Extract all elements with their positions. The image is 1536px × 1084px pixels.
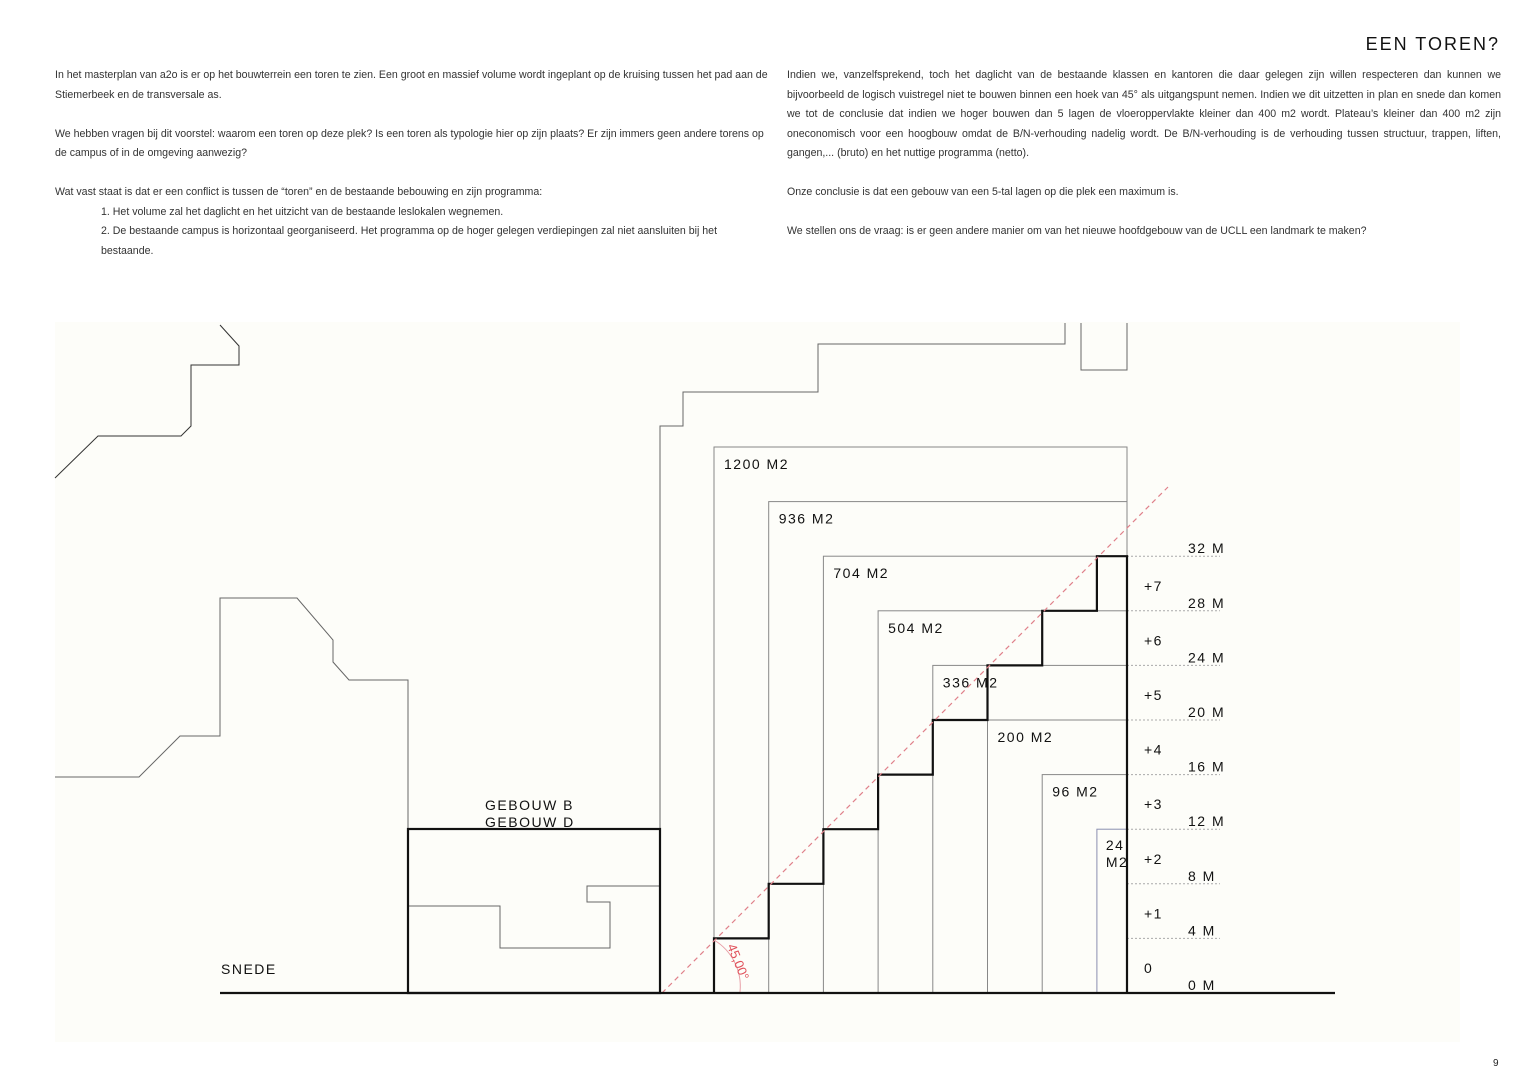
context-outlines — [54, 323, 1128, 993]
paragraph: Onze conclusie is dat een gebouw van een… — [787, 186, 1179, 198]
page-title: EEN TOREN? — [1365, 34, 1500, 54]
paragraph: Wat vast staat is dat er een conflict is… — [55, 186, 543, 198]
paragraph: We hebben vragen bij dit voorstel: waaro… — [55, 127, 764, 160]
building-label: GEBOUW B — [485, 797, 574, 813]
context-outline — [54, 324, 240, 479]
floor-area-label: 504 M2 — [888, 620, 944, 636]
height-label: 0 M — [1188, 977, 1216, 993]
diagram-background — [55, 322, 1460, 1042]
angle-arc — [713, 939, 741, 993]
context-outline — [659, 323, 1066, 993]
floor-label: +7 — [1144, 578, 1163, 594]
floor-area-label: 96 M2 — [1052, 784, 1098, 800]
context-outline — [1080, 323, 1128, 371]
stepped-building-profile — [712, 555, 1129, 993]
floor-area-label: 24 — [1106, 837, 1125, 853]
floor-area-label: 200 M2 — [998, 729, 1054, 745]
floor-area-label: 336 M2 — [943, 674, 999, 690]
height-label: 12 M — [1188, 813, 1225, 829]
height-label: 28 M — [1188, 595, 1225, 611]
section-label: SNEDE — [221, 961, 277, 977]
numbered-list: 1. Het volume zal het daglicht en het ui… — [55, 203, 771, 262]
page-number: 9 — [1493, 1058, 1499, 1069]
building-interior-outline — [408, 885, 660, 949]
floor-label: +6 — [1144, 632, 1163, 648]
left-text-column: In het masterplan van a2o is er op het b… — [55, 66, 771, 261]
floor-label: +2 — [1144, 851, 1163, 867]
list-item: 1. Het volume zal het daglicht en het ui… — [101, 205, 504, 218]
floor-label: +1 — [1144, 905, 1163, 921]
floor-area-label: 936 M2 — [779, 511, 835, 527]
floor-label: +5 — [1144, 687, 1163, 703]
list-item: 2. De bestaande campus is horizontaal ge… — [101, 225, 718, 257]
height-label: 16 M — [1188, 759, 1225, 775]
height-label: 24 M — [1188, 649, 1225, 665]
floor-area-label: 704 M2 — [833, 565, 889, 581]
floor-area-label: 1200 M2 — [724, 456, 789, 472]
paragraph: Indien we, vanzelfsprekend, toch het dag… — [787, 69, 1501, 159]
paragraph: We stellen ons de vraag: is er geen ande… — [787, 225, 1367, 237]
right-text-column: Indien we, vanzelfsprekend, toch het dag… — [787, 66, 1501, 261]
height-label: 20 M — [1188, 704, 1225, 720]
floor-area-label: M2 — [1106, 854, 1128, 870]
floor-label: +4 — [1144, 742, 1163, 758]
building-label: GEBOUW D — [485, 814, 575, 830]
height-label: 32 M — [1188, 540, 1225, 556]
height-label: 4 M — [1188, 922, 1216, 938]
daylight-45-degree-line — [661, 486, 1169, 994]
floor-label: 0 — [1144, 960, 1153, 976]
level-markers: 0 M 4 M 8 M 12 M 16 M 20 M 24 M 28 M 32 M 0 +1 +2 +3… — [1127, 540, 1225, 993]
paragraph: In het masterplan van a2o is er op het b… — [55, 69, 768, 101]
context-outline — [55, 597, 409, 829]
floor-label: +3 — [1144, 796, 1163, 812]
height-label: 8 M — [1188, 868, 1216, 884]
